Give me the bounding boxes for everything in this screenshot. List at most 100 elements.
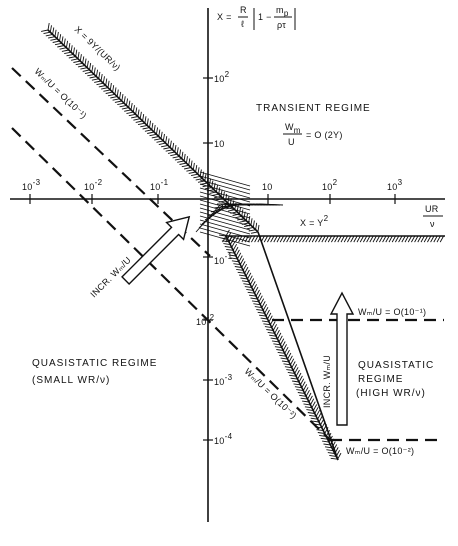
hatch-stroke	[230, 257, 238, 260]
hatch-stroke	[57, 45, 65, 48]
hatch-stroke	[126, 111, 134, 114]
dashed-label-right-1: Wₘ/U = O(10⁻¹)	[358, 307, 426, 317]
hatch-stroke	[50, 38, 58, 41]
hatch-stroke	[331, 441, 336, 449]
hatch-stroke	[300, 397, 308, 400]
hatch-stroke	[286, 235, 291, 243]
hatch-stroke	[155, 127, 159, 135]
hatch-stroke	[116, 89, 119, 97]
hatch-stroke	[363, 235, 368, 243]
arrow-left-diagonal	[121, 215, 191, 285]
hatch-stroke	[233, 263, 241, 266]
hatch-stroke	[219, 234, 227, 237]
quasistatic-small-line2: (SMALL WR/ν)	[32, 375, 110, 386]
hatch-stroke	[188, 158, 191, 166]
hatch-stroke	[100, 74, 103, 82]
dashed-line-left-2	[11, 127, 331, 441]
hatch-stroke	[250, 218, 253, 226]
hatch-stroke	[248, 275, 253, 283]
hatch-stroke	[255, 222, 258, 230]
hatch-stroke	[114, 87, 117, 95]
hatch-stroke	[241, 280, 249, 283]
hatch-stroke	[263, 235, 268, 243]
hatch-stroke	[290, 358, 295, 366]
hatch-stroke	[323, 443, 331, 446]
hatch-stroke	[237, 252, 242, 260]
hatch-stroke	[264, 326, 272, 329]
hatch-stroke	[223, 243, 231, 246]
hatch-stroke	[260, 317, 268, 320]
hatch-stroke	[89, 62, 92, 70]
hatch-stroke	[293, 383, 301, 386]
hatch-stroke	[439, 235, 444, 243]
hatch-stroke	[167, 138, 170, 146]
hatch-stroke	[275, 329, 280, 337]
y-tick-label-1e-1: 10-1	[214, 252, 233, 266]
hatch-stroke	[401, 235, 406, 243]
quasistatic-high-line1: QUASISTATIC	[358, 360, 434, 371]
hatch-stroke	[315, 235, 320, 243]
y-axis-ticks	[203, 77, 213, 441]
hatch-stroke	[149, 133, 157, 137]
hatch-stroke	[251, 235, 256, 243]
x-axis-label-num: UR	[425, 204, 439, 214]
hatch-stroke	[291, 361, 296, 368]
hatch-stroke	[170, 153, 178, 157]
lower-boundary-label: X = Y2	[300, 214, 329, 228]
hatch-stroke	[321, 235, 326, 243]
hatch-stroke	[250, 297, 258, 300]
hatch-stroke	[295, 369, 300, 377]
hatch-stroke	[61, 36, 64, 44]
dashed-label-right-2: Wₘ/U = O(10⁻²)	[346, 446, 414, 456]
hatch-stroke	[327, 452, 335, 454]
hatch-stroke	[282, 344, 287, 351]
hatch-stroke	[249, 294, 257, 297]
x-axis-ticks	[29, 194, 396, 204]
hatch-stroke	[302, 384, 308, 391]
dashed-line-left-1	[11, 67, 211, 257]
hatch-stroke	[52, 27, 55, 35]
hatch-stroke	[267, 235, 272, 243]
hatch-stroke	[244, 286, 252, 288]
quasistatic-high-line3: (HIGH WR/ν)	[356, 388, 426, 399]
hatch-stroke	[135, 120, 143, 123]
hatch-stroke	[101, 87, 109, 90]
hatch-stroke	[382, 235, 387, 243]
hatch-stroke	[251, 300, 259, 303]
hatch-stroke	[199, 169, 202, 177]
hatch-stroke	[137, 109, 140, 117]
hatch-stroke	[110, 96, 118, 99]
hatch-stroke	[314, 407, 319, 414]
hatch-stroke	[192, 162, 195, 170]
hatch-stroke	[316, 429, 324, 432]
lower-boundary-line-segment	[257, 231, 339, 461]
hatch-stroke	[414, 235, 419, 243]
hatch-stroke	[411, 235, 416, 243]
hatch-stroke	[398, 235, 403, 243]
hatch-stroke	[121, 94, 124, 102]
hatch-stroke	[304, 387, 309, 394]
hatch-stroke	[261, 301, 266, 308]
hatch-stroke	[324, 446, 332, 449]
hatch-stroke	[307, 412, 315, 414]
hatch-stroke	[45, 33, 53, 37]
hatch-stroke	[135, 107, 138, 115]
hatch-stroke	[161, 144, 168, 148]
hatch-stroke	[107, 93, 115, 97]
hatch-stroke	[119, 91, 122, 99]
hatch-stroke	[283, 235, 288, 243]
hatch-stroke	[181, 151, 184, 159]
hatch-stroke	[311, 235, 316, 243]
hatch-stroke	[297, 392, 305, 394]
hatch-stroke	[179, 162, 187, 165]
hatch-stroke	[427, 235, 432, 243]
hatch-stroke	[273, 343, 281, 346]
hatch-stroke	[273, 235, 278, 243]
hatch-stroke	[125, 98, 129, 106]
hatch-stroke	[224, 246, 232, 248]
hatch-stroke	[132, 105, 135, 113]
hatch-stroke	[265, 309, 270, 317]
hatch-stroke	[68, 56, 76, 59]
arrow-right-shape	[329, 291, 355, 426]
